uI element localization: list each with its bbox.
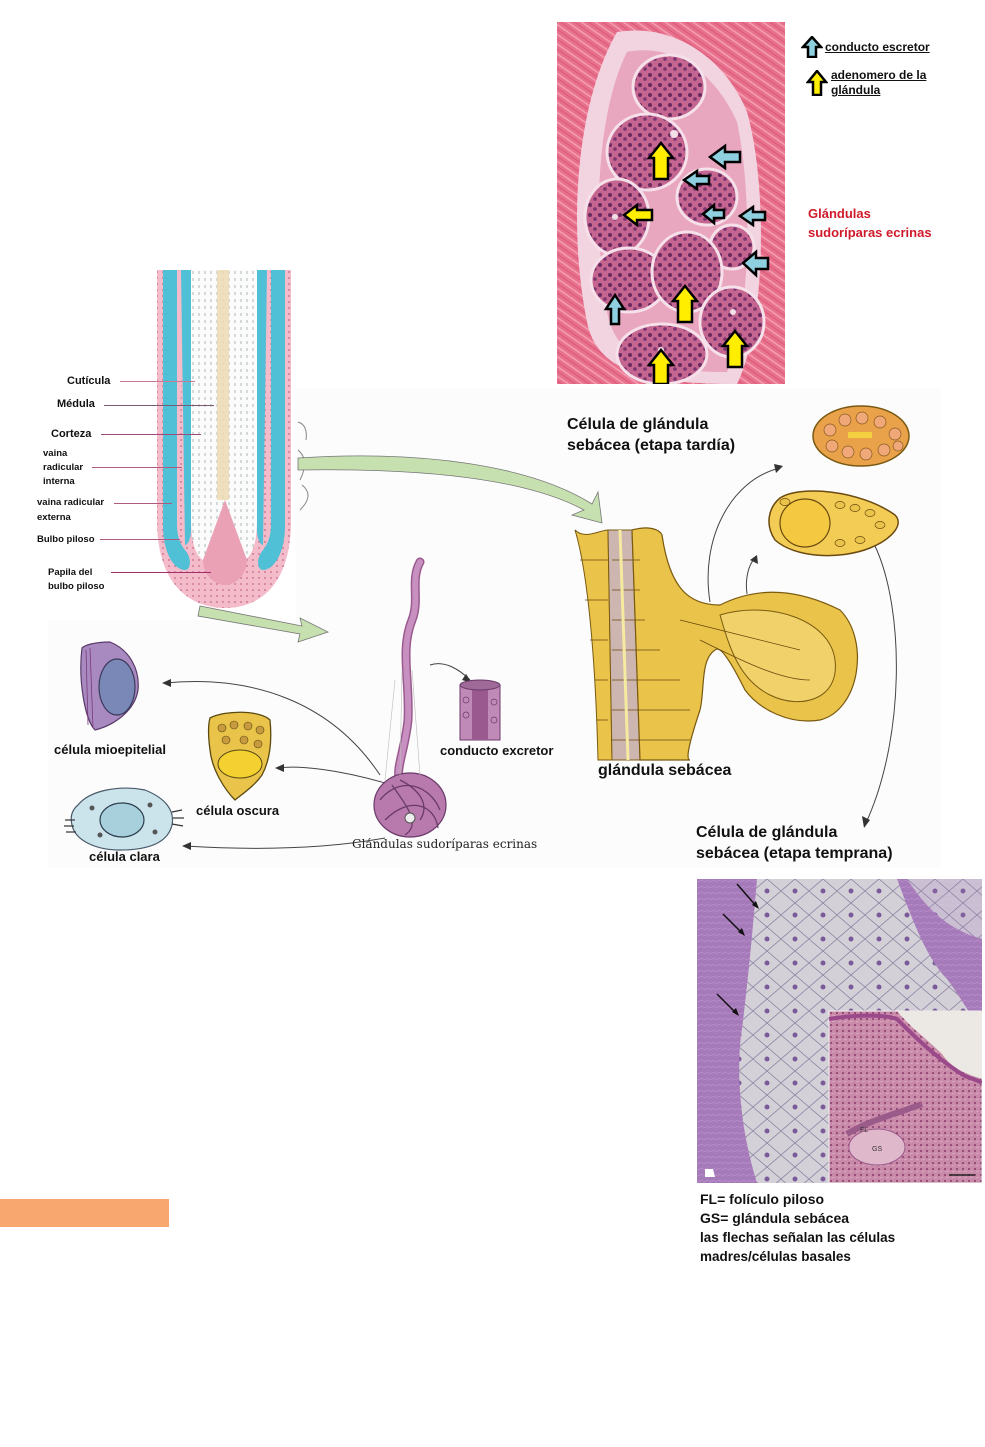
caption-line: las flechas señalan las células — [700, 1230, 896, 1245]
label-externa: externa — [37, 512, 71, 523]
label-eccrine-sweat-glands: Glándulas sudoríparas ecrinas — [352, 837, 538, 851]
legend-label-duct: conducto escretor — [825, 40, 930, 54]
clear-cell-illustration — [64, 787, 184, 851]
green-arrow-icon — [197, 605, 330, 643]
title-line-1: Glándulas — [808, 206, 871, 221]
hair-follicle-diagram — [155, 270, 295, 610]
label-cuticula: Cutícula — [67, 375, 111, 387]
leader-line — [114, 503, 172, 504]
sebaceous-gland-illustration — [574, 527, 859, 761]
label-dark-cell: célula oscura — [196, 803, 280, 818]
label-vaina-radicular: vaina radicular — [37, 497, 105, 508]
legend-item-duct: conducto escretor — [801, 36, 985, 58]
leader-line — [104, 405, 214, 406]
label-line: Célula de glándula — [567, 416, 709, 433]
label-sebaceous-gland: glándula sebácea — [598, 762, 732, 779]
label-interna: interna — [43, 476, 75, 487]
leader-line — [120, 381, 195, 382]
label-medula: Médula — [57, 398, 95, 410]
label-late-sebaceous-cell: Célula de glándula sebácea (etapa tardía… — [567, 414, 735, 456]
caption-line: FL= folículo piloso — [700, 1191, 825, 1207]
up-arrow-icon — [806, 70, 828, 96]
inset-label-fl: FL — [860, 1127, 868, 1134]
label-corteza: Corteza — [51, 428, 92, 440]
label-vaina-1: vaina — [43, 448, 68, 459]
he-stain-micrograph — [557, 22, 785, 384]
legend-label-adenomere-2: glándula — [831, 83, 881, 97]
arrowheads — [162, 464, 870, 850]
inset-label-gs: GS — [872, 1146, 882, 1153]
sebaceous-cell-early — [768, 490, 899, 557]
histology-caption: FL= folículo piloso GS= glándula sebácea… — [700, 1190, 895, 1266]
pas-stain-micrograph: FL GS — [697, 879, 982, 1183]
caption-line: madres/células basales — [700, 1249, 851, 1264]
dark-cell-illustration — [207, 711, 272, 801]
label-radicular: radicular — [43, 462, 84, 473]
hair-follicle-labels: Cutícula Médula Corteza vaina radicular … — [0, 0, 300, 620]
label-myoepithelial-cell: célula mioepitelial — [54, 742, 166, 757]
orange-highlight-bar — [0, 1199, 169, 1227]
label-early-sebaceous-cell: Célula de glándula sebácea (etapa tempra… — [696, 822, 893, 864]
thin-arrows — [164, 467, 897, 849]
panel-marker — [705, 1169, 715, 1177]
up-arrow-icon — [801, 36, 823, 58]
leader-line — [111, 572, 211, 573]
adenomere-arrows — [621, 140, 750, 384]
label-bulbo-piloso: Bulbo piloso — [37, 534, 95, 545]
label-papila: Papila del — [48, 567, 93, 578]
caption-line: GS= glándula sebácea — [700, 1210, 850, 1226]
label-bulbo-piloso-2: bulbo piloso — [48, 581, 105, 592]
label-line: sebácea (etapa tardía) — [567, 437, 736, 454]
excretory-duct-illustration — [459, 679, 501, 741]
legend-item-adenomere: adenomero de la glándula — [801, 68, 985, 102]
legend-label-adenomere-1: adenomero de la — [831, 68, 927, 82]
leader-line — [92, 467, 182, 468]
leader-line — [100, 539, 180, 540]
myoepithelial-cell-illustration — [80, 641, 139, 731]
sebaceous-cell-late — [812, 405, 910, 467]
histology-sweat-glands-image — [557, 22, 785, 384]
green-arrow-icon — [297, 455, 603, 524]
leader-line — [101, 434, 201, 435]
hair-follicle-illustration — [157, 270, 291, 608]
label-line: Célula de glándula — [696, 824, 838, 841]
histology-sebaceous-image: FL GS — [697, 879, 982, 1183]
legend: conducto escretor adenomero de la glándu… — [801, 36, 985, 102]
sweat-gland-histology-title: Glándulas sudoríparas ecrinas — [808, 204, 932, 242]
glands-diagram-graphics — [48, 388, 941, 868]
sweat-gland-coil-illustration — [373, 557, 447, 838]
duct-arrows — [603, 143, 770, 326]
title-line-2: sudoríparas ecrinas — [808, 225, 932, 240]
label-clear-cell: célula clara — [89, 849, 160, 864]
label-excretory-duct: conducto excretor — [440, 743, 554, 758]
label-line: sebácea (etapa temprana) — [696, 845, 893, 862]
